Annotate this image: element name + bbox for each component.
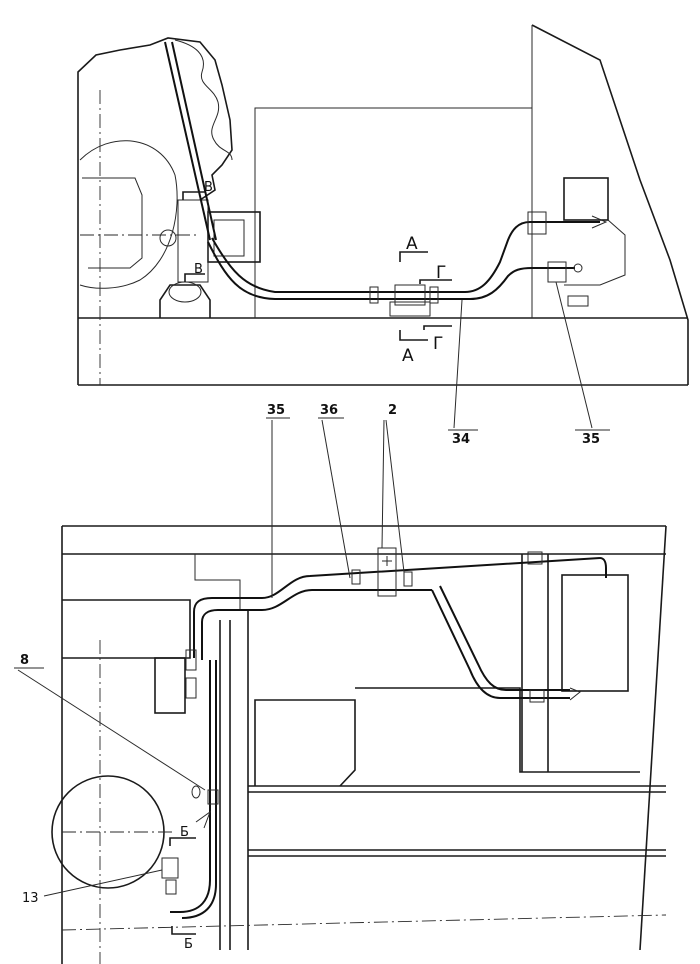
- top-casting-edge: [174, 39, 233, 161]
- bottom-left-box: [62, 599, 191, 659]
- top-pipe-main-2: [207, 241, 575, 300]
- bottom-pipe-down-2: [181, 660, 217, 919]
- label-part-34: 34: [452, 432, 470, 447]
- top-foot: [567, 295, 589, 307]
- bottom-pipe-diag-2: [439, 585, 570, 691]
- bottom-frame-right: [639, 525, 667, 951]
- top-right-housing: [531, 24, 689, 385]
- bottom-clamp-1: [527, 551, 543, 565]
- top-joint: [159, 229, 177, 247]
- section-v-top-marker: [182, 191, 205, 200]
- label-section-a-top: А: [406, 234, 418, 254]
- top-pipe-end-1: [591, 215, 608, 229]
- bottom-fitting-8: [207, 789, 219, 805]
- top-fitting-1: [369, 286, 379, 304]
- section-a-top-marker: [399, 251, 428, 262]
- label-section-v-top: В: [204, 180, 213, 195]
- label-section-g-top: Г: [436, 263, 446, 283]
- bottom-pipe-diag-1: [431, 589, 570, 699]
- leader-36: [321, 419, 351, 579]
- section-v-bottom-marker: [184, 273, 205, 282]
- leader-8: [17, 669, 206, 791]
- leader-13: [43, 869, 163, 897]
- top-wheel-hub: [82, 177, 143, 269]
- bottom-pipe-tip: [569, 687, 581, 701]
- label-section-a-bottom: А: [402, 346, 414, 366]
- label-section-b-bottom: Б: [184, 937, 193, 952]
- bottom-pipe-1: [193, 557, 601, 658]
- leader-34: [453, 299, 463, 429]
- top-valve-lower: [389, 301, 431, 317]
- bottom-pipe-down-1: [170, 660, 211, 913]
- bottom-valve-2: [377, 547, 397, 597]
- top-right-cyl-body: [564, 219, 626, 286]
- bottom-pipe-end: [599, 557, 607, 578]
- leader-35-top: [555, 281, 593, 429]
- label-section-b-top: Б: [180, 825, 189, 840]
- label-part-2: 2: [388, 403, 397, 418]
- label-part-35-top: 35: [582, 432, 600, 447]
- bottom-centerline-h2: [61, 914, 667, 931]
- top-pump-inner: [213, 219, 245, 257]
- label-section-v-bottom: В: [194, 262, 203, 277]
- bottom-step: [194, 554, 241, 610]
- leader-2b: [385, 419, 405, 573]
- top-clamp-2: [547, 261, 567, 283]
- top-diagonal-rod-2: [171, 41, 217, 241]
- label-part-35-bottom: 35: [267, 403, 285, 418]
- bottom-fitting-r: [403, 571, 413, 587]
- label-section-g-bottom: Г: [433, 334, 443, 354]
- bottom-recess-right: [355, 687, 640, 773]
- top-fitting-2: [429, 286, 439, 304]
- label-part-8: 8: [20, 653, 29, 668]
- top-wheel: [79, 140, 178, 289]
- bottom-filter-13: [161, 857, 179, 879]
- top-body-outline: [77, 37, 233, 385]
- top-valve-block: [394, 284, 426, 306]
- bottom-left-small-box: [154, 657, 186, 714]
- bottom-view: [14, 417, 667, 964]
- top-right-cylinder: [563, 177, 609, 221]
- bottom-fitting-13b: [165, 879, 177, 895]
- section-g-top-marker: [419, 279, 452, 284]
- section-b-top-marker: [169, 837, 196, 846]
- top-bracket: [177, 199, 209, 283]
- bottom-fitting-l2: [185, 677, 197, 699]
- label-part-13: 13: [22, 891, 39, 906]
- section-g-bottom-marker: [423, 325, 452, 330]
- top-view: [77, 24, 689, 431]
- top-pipe-main-1: [211, 221, 600, 293]
- bottom-pipe-2: [201, 589, 432, 660]
- top-panel: [254, 107, 532, 318]
- top-base-support: [159, 284, 211, 318]
- bottom-fitting-36: [351, 569, 361, 585]
- top-diagonal-rod-1: [164, 41, 211, 241]
- bottom-recess-left: [254, 699, 356, 787]
- section-a-bottom-marker: [399, 330, 428, 341]
- bottom-arrow-mark: [195, 810, 212, 829]
- top-pipe-end-2: [573, 263, 583, 273]
- bottom-fitting-l1: [185, 649, 197, 671]
- label-part-36: 36: [320, 403, 338, 418]
- top-clamp-1: [527, 211, 547, 235]
- leader-2a: [381, 419, 385, 549]
- section-b-bottom-marker: [171, 926, 196, 935]
- bottom-right-box: [561, 574, 629, 692]
- bottom-indicator-0: [191, 785, 201, 799]
- bottom-clamp-2: [529, 689, 545, 703]
